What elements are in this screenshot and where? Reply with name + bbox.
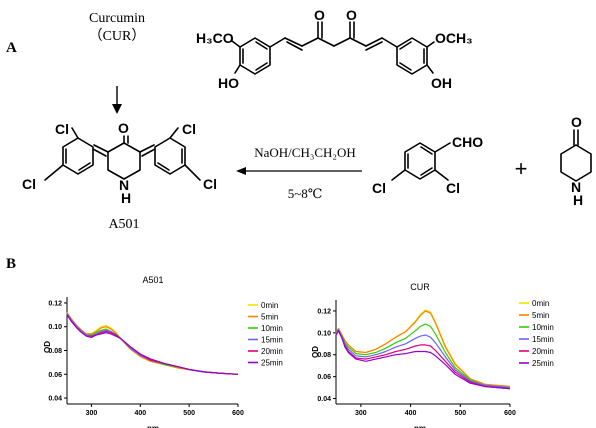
- atom-och3: OCH₃: [435, 30, 473, 46]
- piperidone-structure: O N H: [560, 114, 592, 208]
- chart-a501: A501 300 400 500 600 0.04 0.06 0.08 0.10 0.12 0mi…: [43, 275, 283, 428]
- series-line-5min: [66, 312, 239, 375]
- x-tick-label: 600: [504, 410, 516, 417]
- y-tick-label: 0.10: [317, 330, 331, 337]
- x-axis-label: nm: [414, 424, 426, 428]
- reagent-label: NaOH/CH₃CH₂OH: [254, 145, 356, 160]
- x-tick-label: 600: [232, 410, 244, 417]
- y-tick-label: 0.12: [48, 300, 62, 307]
- down-arrow-icon: [112, 86, 122, 114]
- y-axis-label: OD: [311, 346, 320, 358]
- y-tick-label: 0.08: [48, 348, 62, 355]
- x-tick-label: 500: [183, 410, 195, 417]
- plus-sign: +: [515, 156, 528, 181]
- product-name: A501: [108, 217, 139, 232]
- atom-o-piperidone: O: [571, 114, 582, 130]
- legend-label: 10min: [532, 323, 554, 332]
- y-tick-label: 0.04: [317, 396, 331, 403]
- atom-o-ketone-left: O: [314, 7, 325, 23]
- panel-label-b: B: [6, 256, 16, 272]
- atom-o-a501: O: [118, 120, 129, 136]
- series-line-25min: [66, 314, 239, 375]
- atom-cl-a501-4: Cl: [203, 176, 217, 192]
- curcumin-name: Curcumin: [89, 11, 145, 26]
- series-line-10min: [335, 323, 511, 389]
- x-axis-label: nm: [147, 424, 159, 428]
- atom-cl-a501-1: Cl: [55, 121, 69, 137]
- temperature-label: 5~8℃: [288, 186, 323, 201]
- x-tick-label: 300: [355, 410, 367, 417]
- x-tick-label: 300: [86, 410, 98, 417]
- legend-label: 20min: [532, 347, 554, 356]
- chart-cur: CUR 300 400 500 600 0.04 0.06 0.08 0.10 0.12 0min…: [311, 282, 554, 428]
- series-line-0min: [335, 309, 511, 388]
- legend-label: 25min: [532, 359, 554, 368]
- atom-cho: CHO: [452, 134, 483, 150]
- series-line-15min: [335, 329, 511, 389]
- y-tick-label: 0.06: [48, 372, 62, 379]
- x-tick-label: 400: [134, 410, 146, 417]
- atom-o-ketone-right: O: [346, 7, 357, 23]
- y-tick-label: 0.12: [317, 308, 331, 315]
- atom-h3co: H₃CO: [196, 30, 234, 46]
- series-line-25min: [335, 330, 511, 390]
- legend-label: 15min: [261, 336, 283, 345]
- atom-n-piperidone: N: [571, 179, 581, 195]
- legend-label: 0min: [261, 301, 278, 310]
- curcumin-abbreviation: （CUR）: [89, 28, 146, 44]
- y-tick-label: 0.08: [317, 352, 331, 359]
- panel-label-a: A: [6, 40, 17, 56]
- legend-label: 0min: [532, 299, 549, 308]
- a501-structure: O N H Cl Cl Cl Cl: [22, 120, 217, 206]
- y-tick-label: 0.10: [48, 324, 62, 331]
- x-tick-label: 400: [405, 410, 417, 417]
- legend-label: 5min: [532, 311, 549, 320]
- reaction-arrow-icon: [236, 167, 362, 175]
- legend-label: 25min: [261, 359, 283, 368]
- atom-cl-a501-3: Cl: [182, 121, 196, 137]
- y-tick-label: 0.06: [317, 374, 331, 381]
- legend-label: 5min: [261, 313, 278, 322]
- x-tick-label: 500: [454, 410, 466, 417]
- atom-cl-benz-1: Cl: [446, 180, 460, 196]
- atom-h-piperidone: H: [573, 192, 583, 208]
- atom-ho: HO: [218, 75, 239, 91]
- series-line-15min: [66, 313, 239, 375]
- series-line-20min: [66, 314, 239, 375]
- legend-label: 15min: [532, 335, 554, 344]
- atom-cl-benz-2: Cl: [372, 180, 386, 196]
- series-line-10min: [66, 313, 239, 375]
- dichlorobenzaldehyde-structure: CHO Cl Cl: [372, 134, 483, 196]
- series-line-5min: [335, 310, 511, 388]
- series-line-0min: [66, 312, 239, 375]
- legend-label: 20min: [261, 347, 283, 356]
- y-tick-label: 0.04: [48, 396, 62, 403]
- atom-oh: OH: [431, 75, 452, 91]
- chart-title: CUR: [410, 282, 430, 292]
- atom-cl-a501-2: Cl: [22, 176, 36, 192]
- atom-h-a501: H: [121, 190, 131, 206]
- legend-label: 10min: [261, 324, 283, 333]
- atom-nh-a501: N: [119, 177, 129, 193]
- y-axis-label: OD: [43, 341, 52, 353]
- curcumin-structure: H₃CO HO O O OCH₃ OH: [196, 7, 473, 91]
- chart-title: A501: [142, 275, 163, 285]
- series-line-20min: [335, 330, 511, 390]
